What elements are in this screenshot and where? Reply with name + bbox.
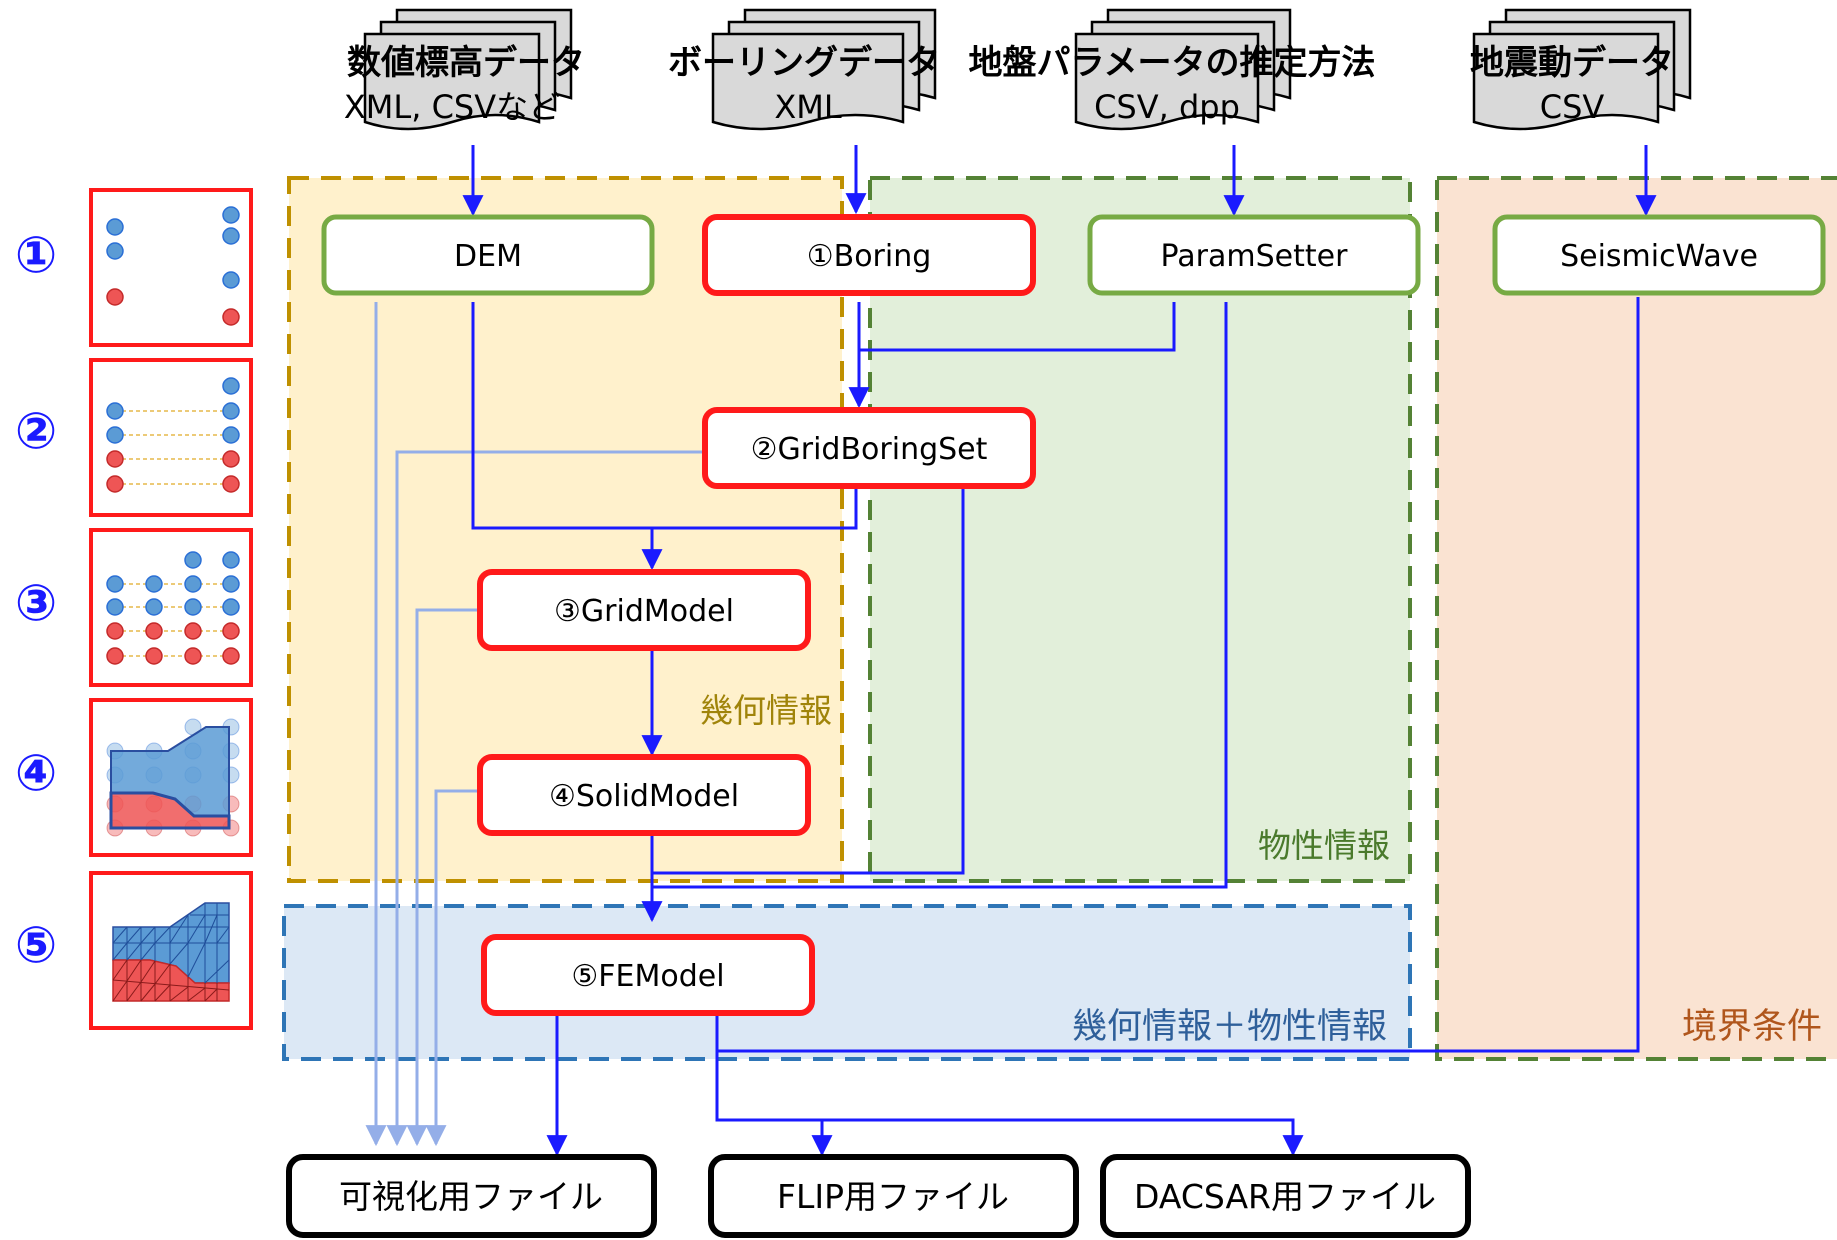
module-dem[interactable]: DEM <box>321 214 655 296</box>
input-seismic-doc: 地震動データ CSV <box>1470 8 1692 131</box>
input-elevation-doc: 数値標高データ XML, CSVなど <box>344 8 585 131</box>
step-number-3: ③ <box>15 574 57 632</box>
region-material-label: 物性情報 <box>1258 826 1390 865</box>
region-combined-label: 幾何情報＋物性情報 <box>1072 1007 1387 1047</box>
step-number-5: ⑤ <box>15 916 57 974</box>
input-seismic-title: 地震動データ <box>1470 43 1674 83</box>
module-grid-model-label: ③GridModel <box>554 594 734 629</box>
module-param-setter[interactable]: ParamSetter <box>1087 214 1421 296</box>
input-seismic-format: CSV <box>1540 88 1605 126</box>
step-number-2: ② <box>15 402 57 460</box>
step-thumbnail-grid-model <box>89 528 253 687</box>
flow-connectors <box>462 145 1657 1157</box>
module-grid-model[interactable]: ③GridModel <box>477 569 811 651</box>
module-seismic-wave[interactable]: SeismicWave <box>1492 214 1826 296</box>
module-grid-boring-set-label: ②GridBoringSet <box>751 432 988 467</box>
region-boundary-label: 境界条件 <box>1682 1007 1822 1047</box>
input-elevation-format: XML, CSVなど <box>344 88 560 126</box>
module-dem-label: DEM <box>454 239 522 274</box>
module-fe-model[interactable]: ⑤FEModel <box>481 934 815 1016</box>
module-seismic-wave-label: SeismicWave <box>1560 239 1758 274</box>
step-thumbnail-grid-boring-set <box>89 358 253 517</box>
step-thumbnail-fe-model <box>89 871 253 1030</box>
input-elevation-title: 数値標高データ <box>347 43 585 83</box>
module-param-setter-label: ParamSetter <box>1161 239 1349 274</box>
module-solid-model[interactable]: ④SolidModel <box>477 754 811 836</box>
step-thumbnail-solid-model <box>89 698 253 857</box>
input-params-title: 地盤パラメータの推定方法 <box>969 43 1376 83</box>
step-number-4: ④ <box>15 744 57 802</box>
output-flip-label: FLIP用ファイル <box>777 1177 1009 1216</box>
step-number-1: ① <box>15 226 57 284</box>
module-grid-boring-set[interactable]: ②GridBoringSet <box>702 407 1036 489</box>
region-geometry-label: 幾何情報 <box>700 691 832 730</box>
input-boring-format: XML <box>774 88 842 126</box>
step-numbers: ① ② ③ ④ ⑤ <box>15 226 57 974</box>
module-boring[interactable]: ①Boring <box>702 214 1036 296</box>
input-params-doc: 地盤パラメータの推定方法 CSV, dpp <box>969 8 1376 131</box>
output-visualization-label: 可視化用ファイル <box>339 1177 603 1216</box>
output-dacsar-file[interactable]: DACSAR用ファイル <box>1100 1154 1471 1238</box>
step-thumbnail-boring <box>89 188 253 347</box>
module-fe-model-label: ⑤FEModel <box>571 959 724 994</box>
visualization-connectors <box>365 302 703 1147</box>
region-combined <box>282 904 1412 1061</box>
module-solid-model-label: ④SolidModel <box>549 779 739 814</box>
output-dacsar-label: DACSAR用ファイル <box>1134 1177 1436 1216</box>
output-flip-file[interactable]: FLIP用ファイル <box>708 1154 1079 1238</box>
module-boring-label: ①Boring <box>807 239 932 274</box>
input-boring-doc: ボーリングデータ XML <box>668 8 940 131</box>
input-params-format: CSV, dpp <box>1094 88 1240 126</box>
output-visualization-file[interactable]: 可視化用ファイル <box>286 1154 657 1238</box>
input-boring-title: ボーリングデータ <box>668 43 940 83</box>
